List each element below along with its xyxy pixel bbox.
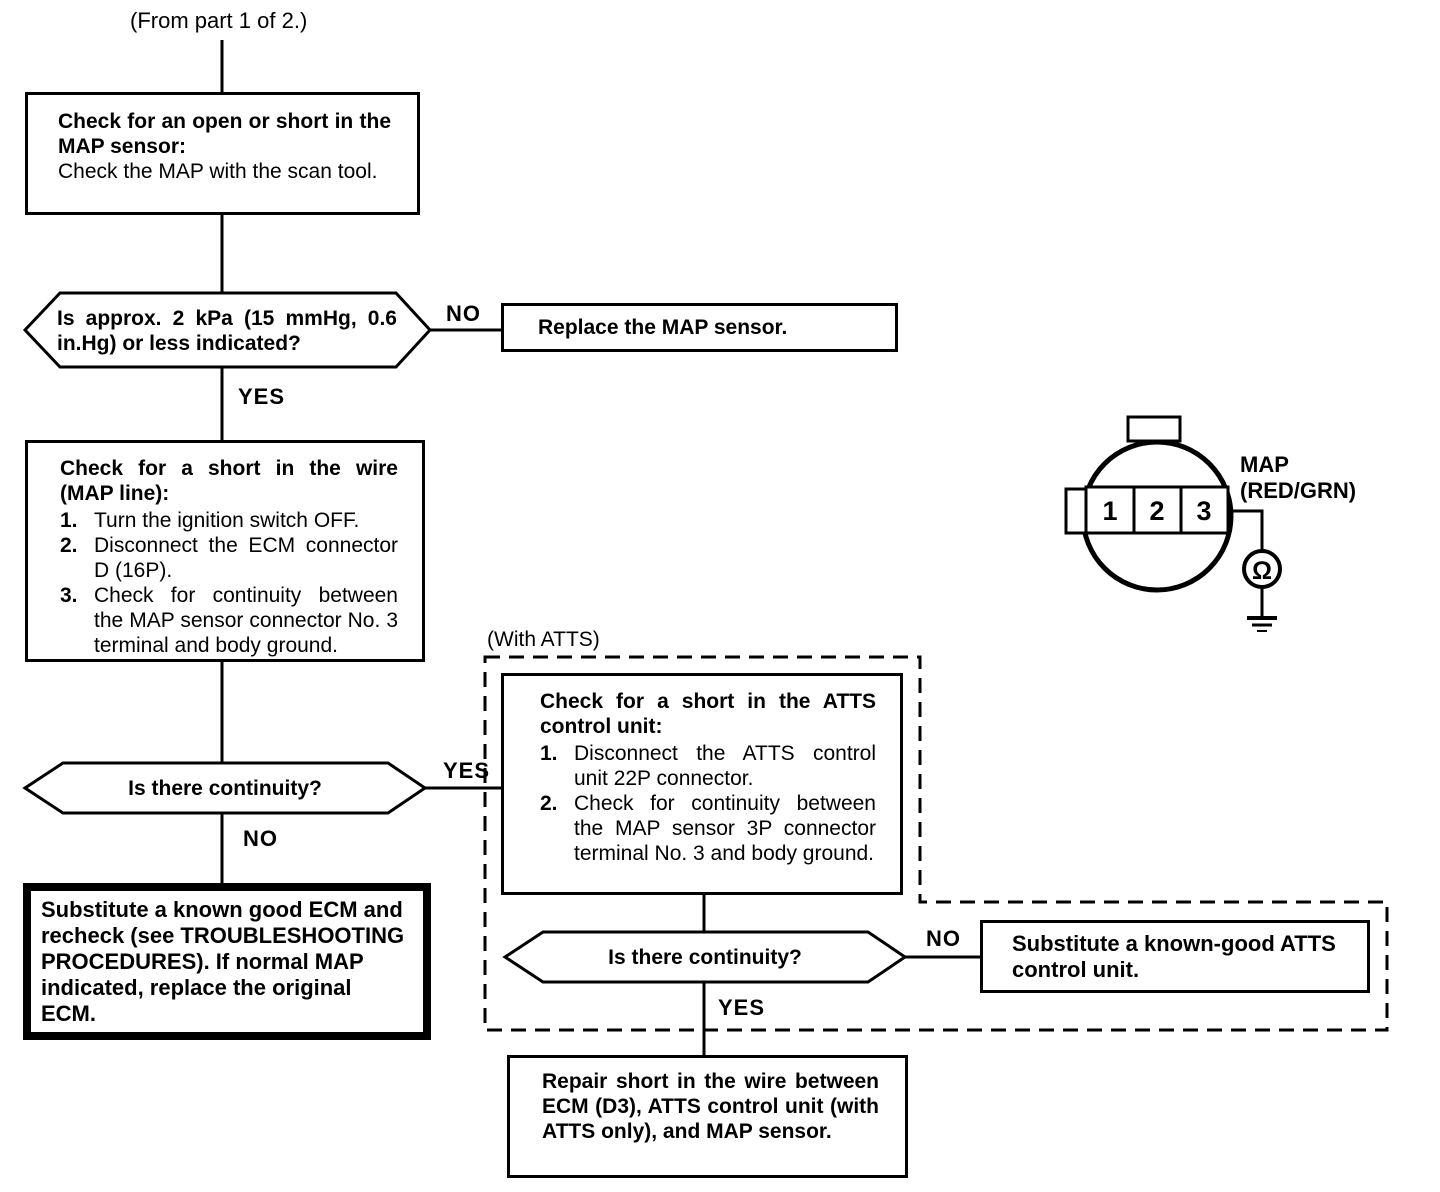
label-yes-1: YES [238, 384, 286, 409]
node-check-map-title: Check for an open or short in the MAP se… [58, 110, 391, 158]
node-check-map-body: Check the MAP with the scan tool. [58, 160, 378, 183]
node-substitute-ecm: Substitute a known good ECM and recheck … [23, 883, 431, 1040]
list-item-text: Disconnect the ECM connector D (16P). [94, 534, 398, 582]
list-item-number: 1. [540, 742, 558, 765]
label-yes-3: YES [718, 995, 766, 1020]
node-replace-map-sensor: Replace the MAP sensor. [501, 303, 898, 352]
pin-2-label: 2 [1149, 496, 1164, 526]
node-substitute-ecm-text: Substitute a known good ECM and recheck … [41, 897, 405, 1026]
node-repair-short: Repair short in the wire between ECM (D3… [507, 1055, 908, 1178]
list-item-text: Check for continuity between the MAP sen… [574, 792, 876, 865]
from-part-label: (From part 1 of 2.) [130, 8, 308, 33]
list-item: 1. Disconnect the ATTS control unit 22P … [540, 741, 876, 791]
list-item-number: 3. [60, 584, 78, 607]
label-no-3: NO [926, 926, 961, 951]
pin-1-label: 1 [1102, 496, 1117, 526]
node-check-wire-short: Check for a short in the wire (MAP line)… [25, 440, 425, 662]
decision-continuity1-text: Is there continuity? [128, 777, 322, 800]
list-item-number: 2. [540, 792, 558, 815]
label-yes-2: YES [443, 758, 491, 783]
with-atts-dashed-region [483, 655, 1389, 1032]
list-item-number: 2. [60, 534, 78, 557]
flow-lines [220, 40, 987, 1057]
decision-continuity2-shape [502, 930, 908, 984]
node-check-atts-short: Check for a short in the ATTS control un… [501, 673, 903, 895]
decision-continuity1-shape [22, 761, 428, 815]
node-repair-short-text: Repair short in the wire between ECM (D3… [542, 1070, 879, 1143]
map-connector-diagram: 1 2 3 Ω [1064, 415, 1282, 632]
label-no-1: NO [446, 301, 481, 326]
connector-name-label: MAP (RED/GRN) [1240, 452, 1356, 504]
list-item: 2. Disconnect the ECM connector D (16P). [60, 533, 398, 583]
list-item-text: Disconnect the ATTS control unit 22P con… [574, 742, 876, 790]
ohm-symbol: Ω [1252, 557, 1272, 585]
list-item-text: Turn the ignition switch OFF. [94, 509, 360, 532]
ground-icon [1247, 616, 1277, 632]
list-item: 2. Check for continuity between the MAP … [540, 791, 876, 866]
list-item-number: 1. [60, 509, 78, 532]
node-check-map-sensor: Check for an open or short in the MAP se… [25, 92, 420, 215]
node-substitute-atts-text: Substitute a known-good ATTS control uni… [1012, 930, 1336, 982]
list-item: 1. Turn the ignition switch OFF. [60, 508, 398, 533]
node-replace-map-text: Replace the MAP sensor. [538, 316, 788, 339]
decision-continuity2-text: Is there continuity? [608, 946, 802, 969]
with-atts-label: (With ATTS) [487, 628, 600, 651]
list-item-text: Check for continuity between the MAP sen… [94, 584, 398, 657]
connector-name: MAP [1240, 452, 1289, 477]
decision-kpa-text: Is approx. 2 kPa (15 mmHg, 0.6 in.Hg) or… [57, 307, 397, 355]
node-substitute-atts: Substitute a known-good ATTS control uni… [980, 920, 1370, 993]
node-check-atts-title: Check for a short in the ATTS control un… [540, 690, 876, 738]
connector-top-tab [1126, 415, 1182, 443]
list-item: 3. Check for continuity between the MAP … [60, 583, 398, 658]
decision-kpa-shape [22, 291, 433, 369]
connector-wire-color: (RED/GRN) [1240, 478, 1357, 503]
label-no-2: NO [243, 826, 278, 851]
node-check-wire-title: Check for a short in the wire (MAP line)… [60, 457, 398, 505]
pin-3-label: 3 [1196, 496, 1211, 526]
test-wire [1228, 509, 1264, 551]
